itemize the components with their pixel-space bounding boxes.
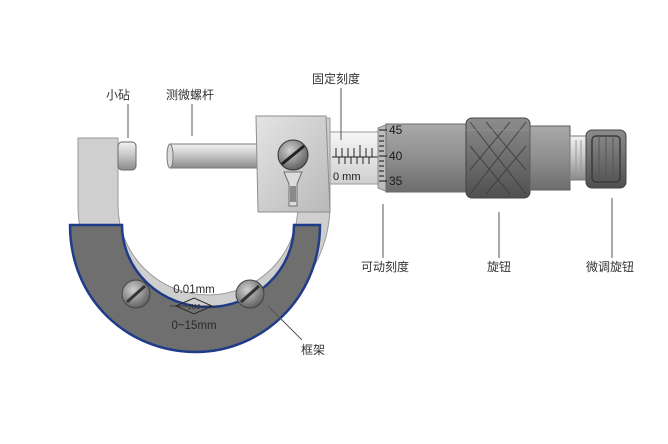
svg-text:固定刻度: 固定刻度 bbox=[312, 71, 360, 86]
label-thimble-scale: 可动刻度 bbox=[361, 204, 409, 274]
brand-logo-text: JUJ bbox=[188, 304, 200, 311]
svg-text:小砧: 小砧 bbox=[106, 88, 130, 102]
ratchet-knob bbox=[585, 129, 627, 189]
frame-screw-left bbox=[121, 279, 151, 309]
thimble-scale: 45 40 35 bbox=[377, 123, 467, 193]
label-spindle: 测微螺杆 bbox=[166, 88, 214, 136]
frame: 0.01mm JUJ 0~15mm bbox=[68, 117, 331, 354]
svg-text:可动刻度: 可动刻度 bbox=[361, 259, 409, 274]
svg-text:微调旋钮: 微调旋钮 bbox=[586, 259, 634, 274]
svg-text:框架: 框架 bbox=[301, 343, 325, 357]
label-thimble: 旋钮 bbox=[487, 212, 511, 274]
rear-barrel bbox=[529, 125, 587, 191]
sleeve-unit-label: 0 mm bbox=[333, 171, 361, 183]
label-frame: 框架 bbox=[267, 305, 325, 357]
label-sleeve-scale: 固定刻度 bbox=[312, 71, 360, 140]
lock-block bbox=[255, 115, 331, 213]
brand-logo: JUJ bbox=[170, 297, 218, 315]
svg-text:测微螺杆: 测微螺杆 bbox=[166, 88, 214, 102]
thimble-value-top: 45 bbox=[389, 123, 403, 137]
frame-range-text: 0~15mm bbox=[171, 320, 216, 332]
thimble-value-bottom: 35 bbox=[389, 174, 403, 188]
label-anvil: 小砧 bbox=[106, 88, 130, 138]
frame-insert bbox=[68, 223, 322, 354]
thimble-ticks bbox=[379, 129, 387, 182]
thimble-value-mid: 40 bbox=[389, 149, 403, 163]
thimble-knob bbox=[465, 117, 531, 199]
spindle bbox=[166, 143, 271, 169]
lock-lever bbox=[283, 171, 303, 207]
anvil bbox=[117, 141, 137, 171]
sleeve: 0 mm bbox=[329, 131, 379, 185]
svg-text:旋钮: 旋钮 bbox=[487, 259, 511, 274]
label-ratchet: 微调旋钮 bbox=[586, 198, 634, 274]
lock-screw-icon bbox=[277, 139, 309, 171]
sleeve-ticks-upper bbox=[335, 145, 373, 157]
frame-resolution-text: 0.01mm bbox=[173, 284, 215, 296]
sleeve-ticks-lower bbox=[338, 157, 370, 164]
frame-screw-right bbox=[235, 279, 265, 309]
